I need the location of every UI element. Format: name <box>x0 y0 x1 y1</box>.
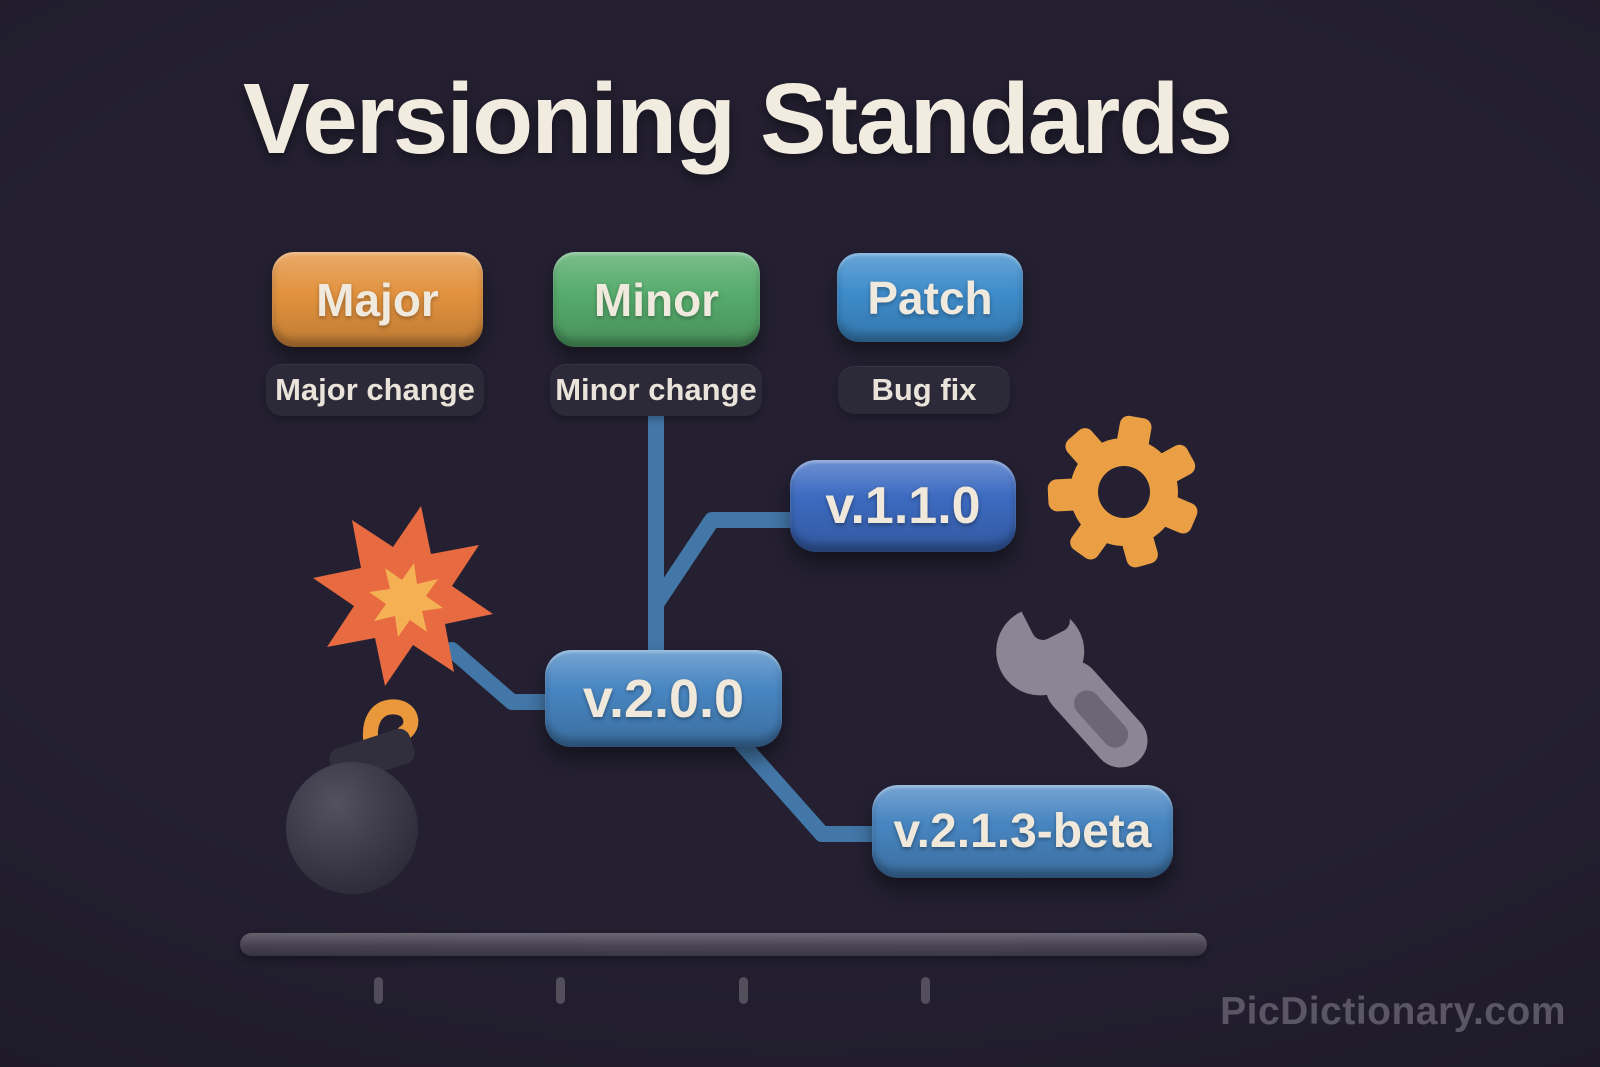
timeline-bar <box>240 933 1207 956</box>
explosion-icon <box>313 506 493 686</box>
bomb-icon <box>286 699 419 894</box>
badge-minor: Minor <box>553 252 760 347</box>
line-v200-to-v213 <box>734 736 890 842</box>
line-branch-to-v110 <box>648 512 808 612</box>
branch-lines <box>444 410 890 842</box>
wrench-icon <box>996 581 1148 768</box>
gear-icon <box>1047 415 1198 568</box>
version-node-v110: v.1.1.0 <box>790 460 1016 552</box>
watermark: PicDictionary.com <box>1220 990 1566 1033</box>
line-explosion-to-v200 <box>444 642 564 710</box>
page-title: Versioning Standards <box>243 63 1233 175</box>
badge-major: Major <box>272 252 483 347</box>
version-node-v200: v.2.0.0 <box>545 650 782 747</box>
badge-minor-description: Minor change <box>550 364 762 416</box>
badge-major-description: Major change <box>266 364 484 416</box>
badge-patch-description: Bug fix <box>838 366 1010 414</box>
version-node-v213-beta: v.2.1.3-beta <box>872 785 1173 878</box>
badge-patch: Patch <box>837 253 1023 342</box>
bomb-fuse <box>363 699 419 756</box>
bomb-body <box>286 762 418 894</box>
